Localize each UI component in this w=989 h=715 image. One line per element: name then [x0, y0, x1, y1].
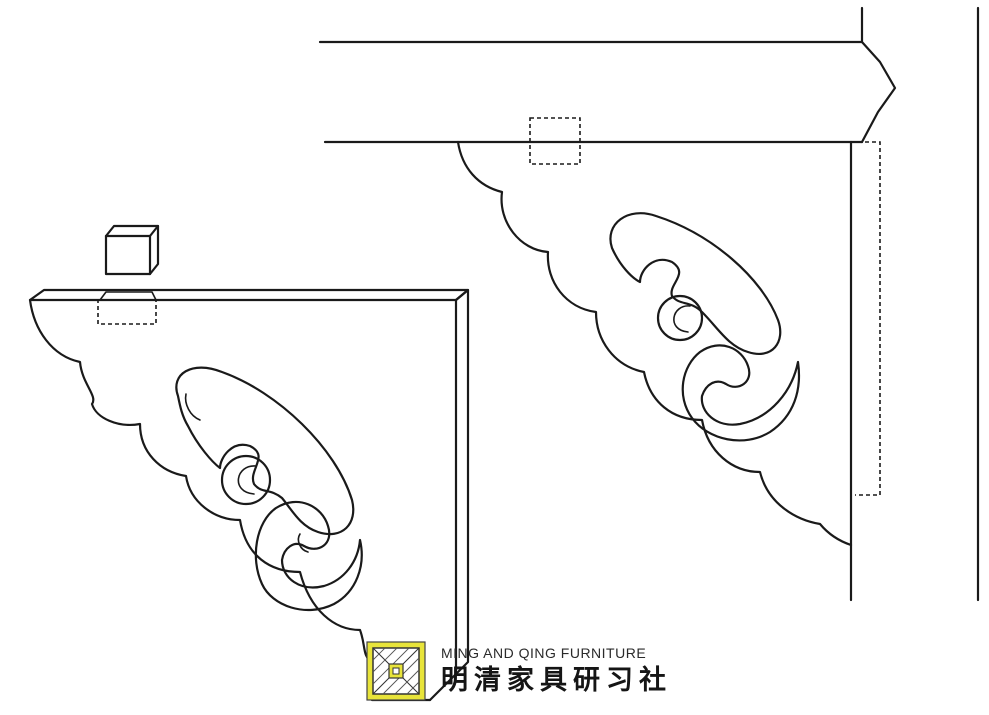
left-bracket-top-face [28, 288, 470, 302]
watermark-title-en: MING AND QING FURNITURE [441, 645, 647, 661]
post-hidden-tenon [851, 141, 881, 496]
watermark: MING AND QING FURNITURE 明清家具研习社 [365, 638, 672, 704]
rail-pointed-end [860, 6, 897, 144]
rail-hidden-tenon [529, 117, 581, 165]
left-bracket-assembly [28, 224, 470, 702]
left-bracket-outline [28, 298, 432, 702]
left-scroll-lower-inner [297, 533, 309, 553]
left-center-disc-inner [237, 465, 257, 495]
left-bracket-side-face [428, 288, 470, 702]
right-scroll-lower [681, 344, 801, 442]
right-scroll-upper [609, 212, 782, 355]
top-mortise [99, 291, 157, 301]
loose-tenon-block [104, 224, 160, 276]
left-scroll-lower [254, 500, 363, 612]
right-center-disc-inner [673, 305, 691, 333]
top-mortise-hidden [97, 299, 157, 325]
watermark-title-zh: 明清家具研习社 [441, 665, 672, 696]
left-scroll-upper-inner [184, 393, 201, 421]
right-center-disc [656, 294, 704, 342]
left-center-disc [220, 454, 272, 506]
right-bracket-outline [456, 140, 853, 547]
left-scroll-upper [175, 366, 355, 536]
right-bracket-assembly [318, 6, 980, 602]
square-lattice-logo-icon [366, 641, 426, 701]
